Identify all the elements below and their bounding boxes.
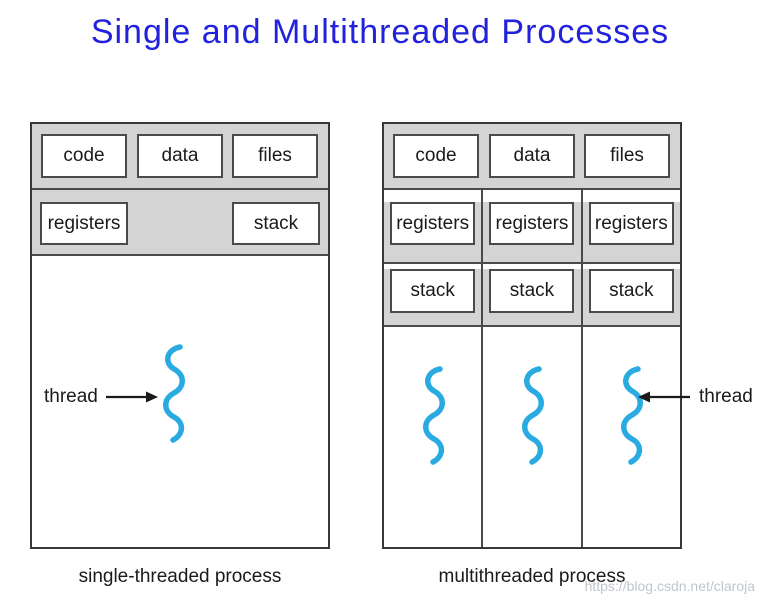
data-label: data [513,145,551,166]
single-threaded-diagram: code data files registers stack thread [30,122,330,549]
multithreaded-diagram: code data files registers stack register… [382,122,682,549]
arrow-right-icon [106,391,158,403]
data-box: data [137,134,223,178]
files-label: files [610,145,644,166]
files-label: files [258,145,292,166]
thread-squiggle-icon [517,365,547,465]
stack-box: stack [390,269,476,313]
stack-box: stack [489,269,575,313]
code-label: code [63,145,105,166]
registers-label: registers [47,212,121,234]
registers-box: registers [588,202,674,245]
stack-box: stack [232,202,320,245]
watermark: https://blog.csdn.net/claroja [584,578,755,594]
thread-column-1: registers stack [384,190,484,547]
code-box: code [393,134,479,178]
thread-squiggle-icon [418,365,448,465]
thread-squiggle-icon [616,365,646,465]
stack-row: stack [582,269,680,327]
thread-label: thread [44,386,98,407]
registers-row: registers [483,202,581,264]
stack-label: stack [410,280,455,301]
registers-box: registers [390,202,476,245]
page-title: Single and Multithreaded Processes [90,13,670,51]
registers-row: registers [384,202,482,264]
data-label: data [161,145,199,166]
stack-row: stack [384,269,482,327]
thread-squiggle-icon [158,343,188,443]
code-data-files-band: code data files [32,124,328,190]
code-box: code [41,134,127,178]
stack-label: stack [609,280,654,301]
files-box: files [584,134,670,178]
code-data-files-band: code data files [384,124,680,190]
registers-box: registers [40,202,128,245]
thread-columns: registers stack registers stack register… [384,190,680,547]
thread-column-2: registers stack [483,190,583,547]
stack-box: stack [588,269,674,313]
registers-row: registers [582,202,680,264]
registers-label: registers [495,212,569,234]
files-box: files [232,134,318,178]
stack-row: stack [483,269,581,327]
data-box: data [489,134,575,178]
thread-column-3: registers stack [582,190,680,547]
caption-single-threaded: single-threaded process [78,566,282,587]
arrow-left-icon [638,391,690,403]
stack-label: stack [253,212,299,234]
stack-label: stack [509,280,555,301]
caption-multithreaded: multithreaded process [438,566,626,587]
code-label: code [415,145,457,166]
registers-label: registers [594,212,668,234]
registers-box: registers [489,202,575,245]
registers-stack-band: registers stack [32,190,328,256]
thread-label: thread [699,386,753,407]
registers-label: registers [396,212,470,234]
